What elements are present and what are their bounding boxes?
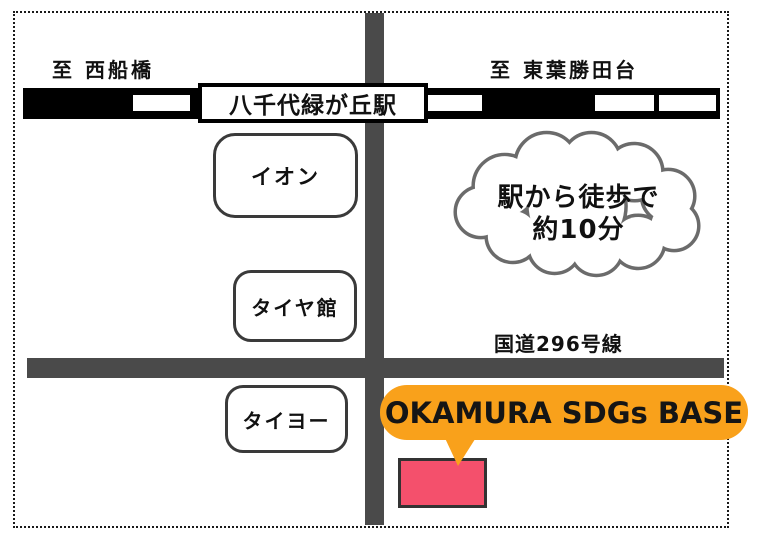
direction-label-east: 至 東葉勝田台 xyxy=(490,58,638,82)
railway-dash xyxy=(595,95,654,111)
station-label: 八千代緑が丘駅 xyxy=(229,93,397,119)
walk-time-cloud-bubble: 駅から徒歩で 約10分 xyxy=(447,128,710,280)
landmark-taiyo: タイヨー xyxy=(225,385,348,453)
landmark-aeon: イオン xyxy=(213,133,358,218)
route-296-road xyxy=(27,358,724,378)
landmark-label: タイヨー xyxy=(242,408,331,433)
callout-tail-icon xyxy=(444,436,477,466)
direction-label-west: 至 西船橋 xyxy=(52,58,154,82)
landmark-label: タイヤ館 xyxy=(251,295,339,320)
destination-building xyxy=(398,458,487,508)
railway-dash xyxy=(133,95,190,111)
station-box: 八千代緑が丘駅 xyxy=(198,83,428,123)
walk-time-note: 駅から徒歩で 約10分 xyxy=(447,128,710,280)
destination-callout: OKAMURA SDGs BASE xyxy=(380,385,748,466)
landmark-taiyakan: タイヤ館 xyxy=(233,270,357,342)
destination-label: OKAMURA SDGs BASE xyxy=(384,395,744,430)
walk-time-line2: 約10分 xyxy=(532,215,625,245)
walk-time-line1: 駅から徒歩で xyxy=(497,182,660,213)
map-dotted-frame xyxy=(13,11,729,528)
landmark-label: イオン xyxy=(251,164,320,189)
railway-dash xyxy=(659,95,716,111)
vertical-road xyxy=(365,13,384,525)
cloud-icon xyxy=(453,130,701,278)
railway-dash xyxy=(426,95,482,111)
route-296-label: 国道296号線 xyxy=(494,332,623,356)
